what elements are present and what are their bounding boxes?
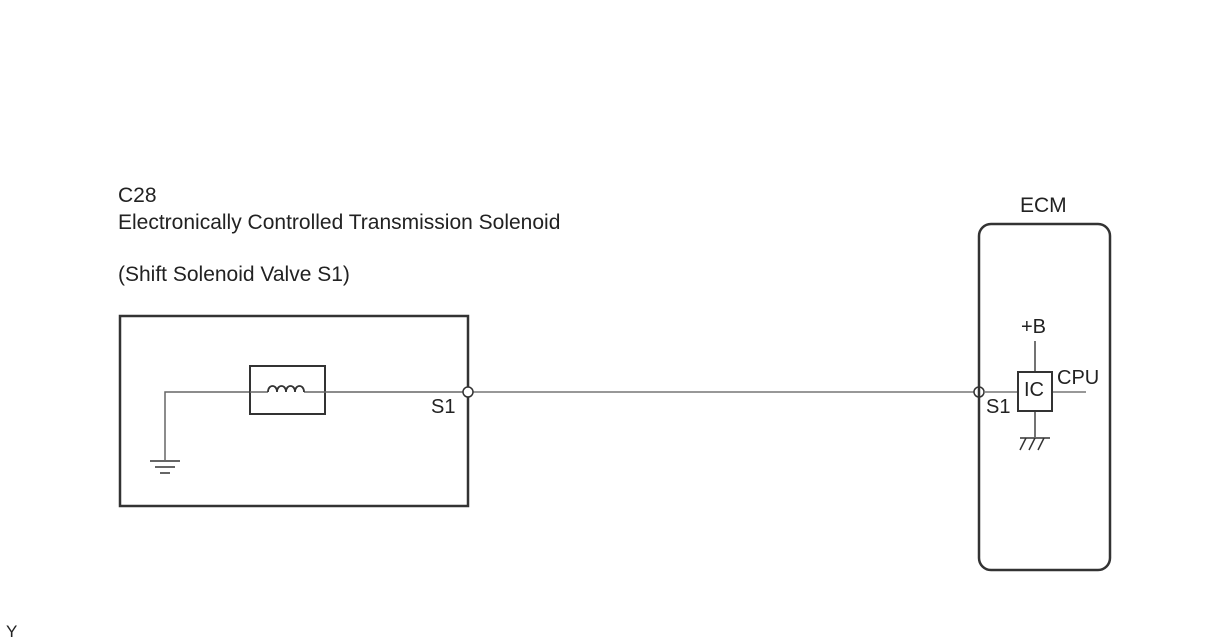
chassis-ground-icon bbox=[1019, 437, 1050, 451]
ground-wire bbox=[164, 391, 250, 460]
ecm-ic-label: IC bbox=[1024, 379, 1044, 401]
component-subname: (Shift Solenoid Valve S1) bbox=[118, 263, 350, 286]
ecm-power-label: +B bbox=[1021, 316, 1047, 338]
ecm-box bbox=[977, 222, 1112, 572]
solenoid-coil-box bbox=[249, 365, 326, 415]
ic-box bbox=[1017, 371, 1053, 412]
component-name: Electronically Controlled Transmission S… bbox=[118, 211, 561, 234]
solenoid-component-box bbox=[118, 314, 470, 508]
ecm-cpu-label: CPU bbox=[1057, 367, 1100, 389]
component-code: C28 bbox=[118, 184, 157, 207]
ecm-title: ECM bbox=[1020, 194, 1067, 217]
ground-icon bbox=[150, 460, 180, 474]
solenoid-terminal-label: S1 bbox=[431, 396, 456, 418]
ecm-terminal-label: S1 bbox=[986, 396, 1011, 418]
coil-icon bbox=[267, 385, 305, 393]
figure-id: Y bbox=[6, 622, 18, 641]
solenoid-terminal-connector bbox=[462, 386, 474, 398]
